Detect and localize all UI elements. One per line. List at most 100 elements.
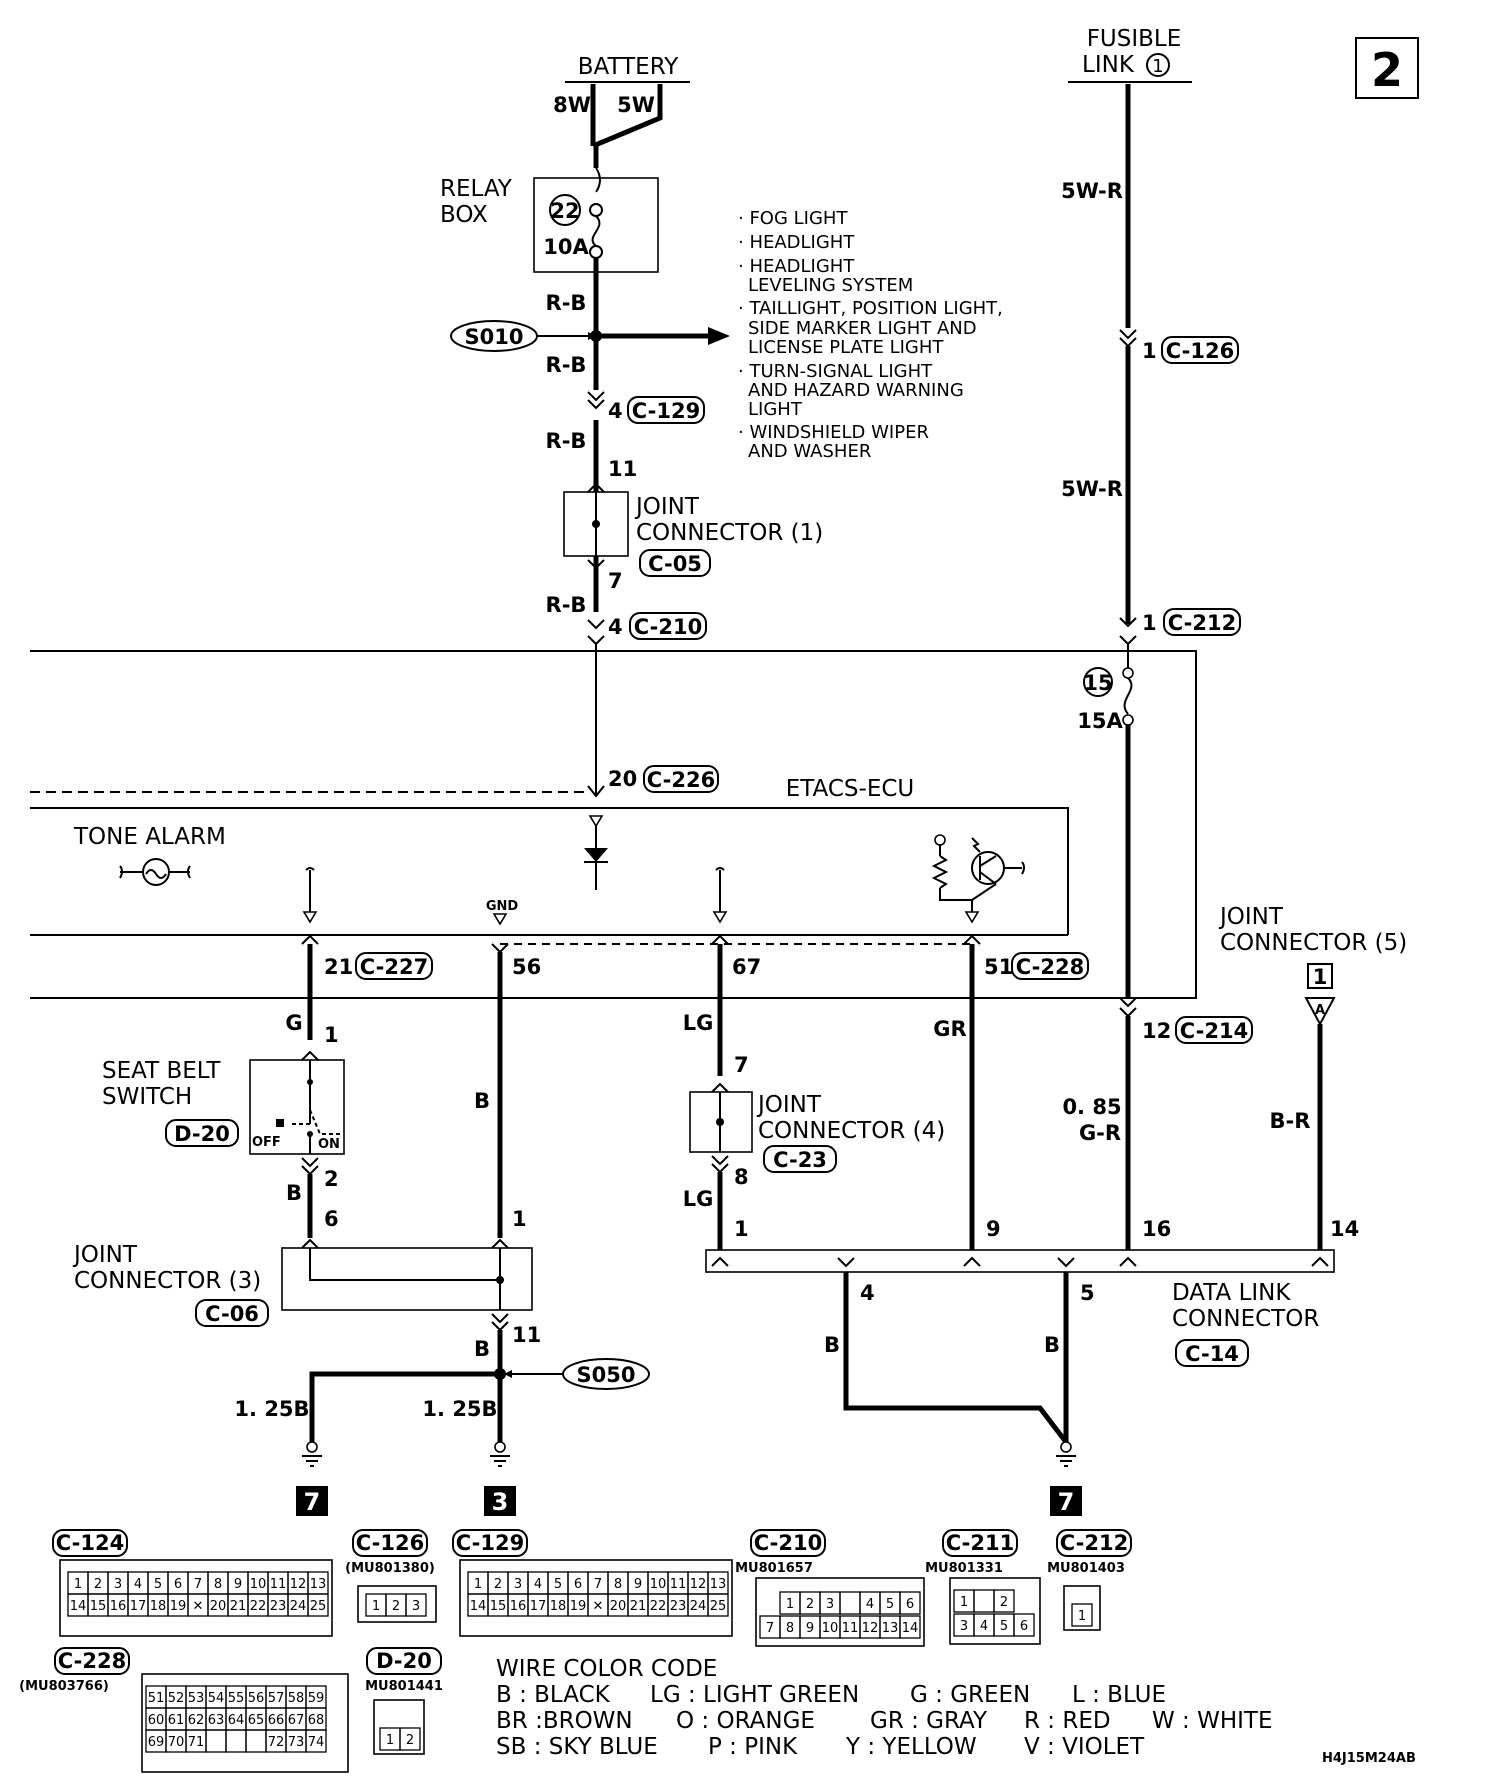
wire-b-5: B: [1044, 1333, 1060, 1357]
diagram-code: H4J15M24AB: [1322, 1751, 1416, 1766]
wire-rb-1: R-B: [546, 291, 587, 315]
cavity-number: 3: [514, 1577, 522, 1592]
cavity-number: 6: [1020, 1619, 1028, 1634]
wire-gr: GR: [933, 1017, 966, 1041]
cavity-number: 1: [960, 1595, 968, 1610]
connector-view-part-d20: MU801441: [365, 1679, 443, 1694]
pin-5-dlc: 5: [1080, 1281, 1095, 1305]
load-line-5: · TAILLIGHT, POSITION LIGHT,: [738, 298, 1003, 319]
ref-c227: C-227: [360, 955, 428, 979]
joint3-label-2: CONNECTOR (3): [74, 1268, 261, 1294]
fusible-link-label-1: FUSIBLE: [1087, 26, 1182, 52]
cavity-number: 3: [826, 1597, 834, 1612]
tone-alarm-label: TONE ALARM: [73, 824, 226, 850]
legend-title: WIRE COLOR CODE: [496, 1656, 717, 1682]
cavity-number: 21: [630, 1599, 647, 1614]
connector-cavity: [1013, 1613, 1035, 1637]
joint4-label-2: CONNECTOR (4): [758, 1118, 945, 1144]
cavity-number: 18: [150, 1599, 167, 1614]
connector-cavity: [973, 1589, 995, 1613]
connector-view-label-c124: C-124: [56, 1531, 124, 1555]
joint4-label-1: JOINT: [756, 1092, 822, 1118]
cavity-number: 7: [194, 1577, 202, 1592]
cavity-number: 19: [170, 1599, 187, 1614]
cavity-number: 1: [786, 1597, 794, 1612]
relay-box-label-1: RELAY: [440, 176, 513, 202]
connector-cavity: [899, 1615, 921, 1639]
connector-cavity: [225, 1729, 247, 1753]
seat-belt-off: OFF: [252, 1135, 281, 1150]
legend-r2-c5: W : WHITE: [1152, 1708, 1273, 1734]
connector-c210-pin4: 4 C-210: [587, 612, 707, 646]
wire-rb-2: R-B: [546, 353, 587, 377]
wire-b-3: B: [474, 1337, 490, 1361]
wire-5wr-2: 5W-R: [1061, 477, 1123, 501]
cavity-number: ✕: [193, 1599, 204, 1614]
battery-wire-5w: 5W: [617, 93, 655, 117]
cavity-number: 22: [650, 1599, 667, 1614]
connector-cavity: [205, 1729, 227, 1753]
joint3-label-1: JOINT: [72, 1242, 138, 1268]
load-line-3: · HEADLIGHT: [738, 256, 855, 277]
connector-view-label-c228: C-228: [58, 1649, 126, 1673]
splice-s010-label: S010: [465, 325, 524, 349]
seat-belt-label-1: SEAT BELT: [102, 1058, 221, 1084]
cavity-number: 69: [148, 1735, 165, 1750]
joint1-label-2: CONNECTOR (1): [636, 520, 823, 546]
legend-r2-c4: R : RED: [1024, 1708, 1111, 1734]
cavity-number: 2: [392, 1599, 400, 1614]
cavity-number: 53: [188, 1691, 205, 1706]
cavity-number: 1: [74, 1577, 82, 1592]
connector-view-label-c126: C-126: [356, 1531, 424, 1555]
cavity-number: 20: [210, 1599, 227, 1614]
connector-view-part-c228: (MU803766): [19, 1679, 109, 1694]
cavity-number: 12: [290, 1577, 307, 1592]
connector-view-label-c210: C-210: [754, 1531, 822, 1555]
tone-alarm: TONE ALARM: [73, 824, 226, 886]
joint-connector-4: LG 7 JOINT CONNECTOR (4) C-23 8 LG 1: [683, 944, 945, 1250]
battery-wire-8w: 8W: [553, 93, 591, 117]
wire-125b-2: 1. 25B: [422, 1397, 497, 1421]
legend-r2-c1: BR :BROWN: [496, 1708, 633, 1734]
pin-2-seat-belt: 2: [324, 1167, 339, 1191]
cavity-number: 3: [412, 1599, 420, 1614]
load-line-4: LEVELING SYSTEM: [748, 275, 913, 296]
wire-lg-2: LG: [683, 1187, 714, 1211]
cavity-number: 17: [530, 1599, 547, 1614]
connector-view-label-c129: C-129: [456, 1531, 524, 1555]
cavity-number: 18: [550, 1599, 567, 1614]
cavity-number: 1: [386, 1733, 394, 1748]
cavity-number: 54: [208, 1691, 225, 1706]
cavity-number: 70: [168, 1735, 185, 1750]
legend-r2-c2: O : ORANGE: [676, 1708, 815, 1734]
pin-4-c129: 4: [608, 399, 623, 423]
pin-7-joint1: 7: [608, 569, 623, 593]
wire-rb-4: R-B: [546, 593, 587, 617]
ref-d20: D-20: [174, 1122, 230, 1146]
load-line-9: AND HAZARD WARNING: [748, 380, 964, 401]
cavity-number: 13: [882, 1621, 899, 1636]
cavity-number: 71: [188, 1735, 205, 1750]
legend-r1-c1: B : BLACK: [496, 1682, 611, 1708]
pin-51-c228: 51: [984, 955, 1013, 979]
fusible-link-label-2: LINK: [1082, 52, 1135, 78]
main-feed-wire: [589, 146, 603, 612]
connector-cavity: [899, 1591, 921, 1615]
connector-view-label-c212: C-212: [1060, 1531, 1128, 1555]
wire-5wr-1: 5W-R: [1061, 179, 1123, 203]
ref-c05: C-05: [648, 552, 702, 576]
pin-1-joint3: 1: [512, 1207, 527, 1231]
legend-r1-c3: G : GREEN: [910, 1682, 1030, 1708]
wire-g: G: [285, 1011, 302, 1035]
fuse-15-amp: 15A: [1077, 709, 1123, 733]
connector-cavity: [839, 1591, 861, 1615]
ref-c226: C-226: [647, 768, 715, 792]
cavity-number: 13: [310, 1577, 327, 1592]
cavity-number: 20: [610, 1599, 627, 1614]
pin-6-joint3: 6: [324, 1207, 339, 1231]
